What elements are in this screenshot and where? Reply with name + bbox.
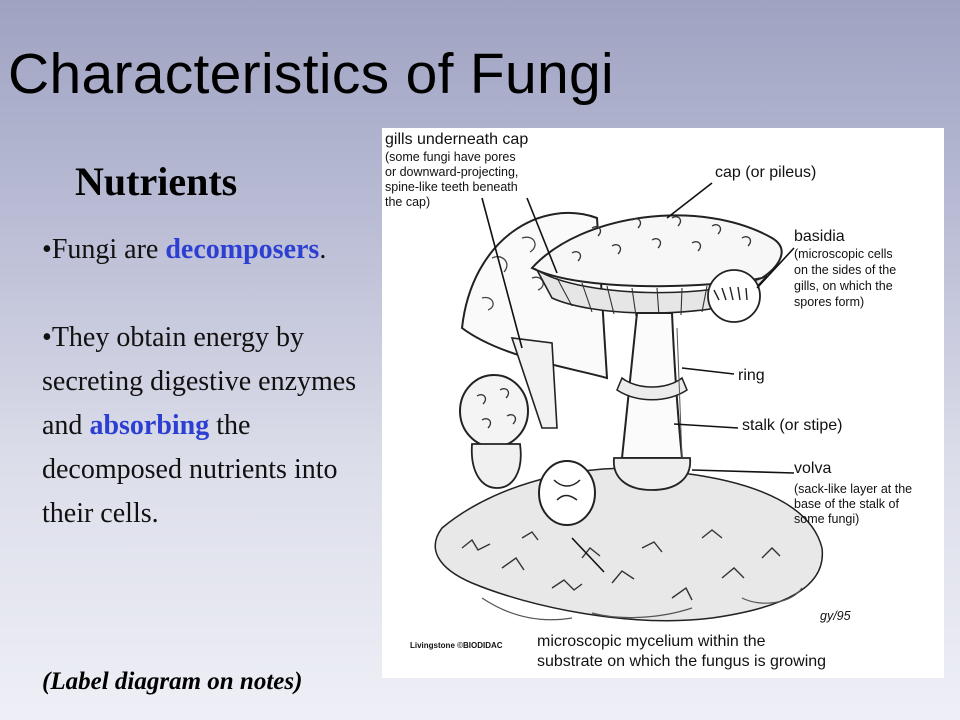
label-gills-detail-2: or downward-projecting,	[385, 165, 518, 179]
bullet-absorbing: •They obtain energy by secreting digesti…	[42, 316, 377, 536]
basidia-magnified-circle	[707, 269, 761, 323]
mushroom-egg-stage	[538, 460, 596, 526]
label-volva-detail-1: (sack-like layer at the	[794, 482, 912, 496]
bullet-decomposers: •Fungi are decomposers.	[42, 228, 377, 272]
illustration-credit: Livingstone ©BIODIDAC	[410, 641, 503, 650]
label-basidia-detail-4: spores form)	[794, 295, 864, 309]
label-mycelium-2: substrate on which the fungus is growing	[537, 653, 826, 670]
bullet-marker: •	[42, 234, 52, 265]
label-volva-detail-3: some fungi)	[794, 512, 859, 526]
label-diagram-note: (Label diagram on notes)	[42, 668, 303, 695]
bullet-text-end: .	[319, 234, 327, 265]
label-volva-detail-2: base of the stalk of	[794, 497, 899, 511]
label-gills-detail-4: the cap)	[385, 195, 430, 209]
highlight-absorbing: absorbing	[89, 410, 210, 441]
mushroom-main-stalk	[613, 312, 691, 491]
highlight-decomposers: decomposers	[165, 234, 320, 265]
label-cap: cap (or pileus)	[715, 164, 816, 181]
bullet-text: Fungi are	[51, 234, 166, 265]
mushroom-young-button	[459, 374, 529, 489]
mushroom-diagram: gills underneath cap (some fungi have po…	[382, 128, 944, 678]
leader-lines	[481, 182, 795, 573]
bullet-text: They obtain energy by secreting digestiv…	[42, 322, 357, 441]
bullet-text-end: the decomposed nutrients into their cell…	[42, 410, 338, 529]
bullet-list: •Fungi are decomposers. •They obtain ene…	[42, 228, 377, 536]
label-ring: ring	[738, 367, 765, 384]
label-volva: volva	[794, 460, 831, 477]
label-gills: gills underneath cap	[385, 131, 528, 148]
bullet-marker: •	[42, 322, 52, 353]
label-basidia-detail-2: on the sides of the	[794, 263, 896, 277]
label-mycelium-1: microscopic mycelium within the	[537, 633, 766, 650]
slide-title: Characteristics of Fungi	[8, 42, 614, 106]
label-gills-detail-3: spine-like teeth beneath	[385, 180, 518, 194]
label-basidia-detail-3: gills, on which the	[794, 279, 893, 293]
mushroom-illustration: gills underneath cap (some fungi have po…	[385, 131, 912, 670]
label-basidia: basidia	[794, 228, 845, 245]
label-stalk: stalk (or stipe)	[742, 417, 842, 434]
substrate-soil	[434, 467, 824, 622]
subheading-nutrients: Nutrients	[75, 159, 238, 204]
label-gills-detail-1: (some fungi have pores	[385, 150, 516, 164]
label-basidia-detail-1: (microscopic cells	[794, 247, 893, 261]
illustrator-signature: gy/95	[820, 609, 851, 623]
